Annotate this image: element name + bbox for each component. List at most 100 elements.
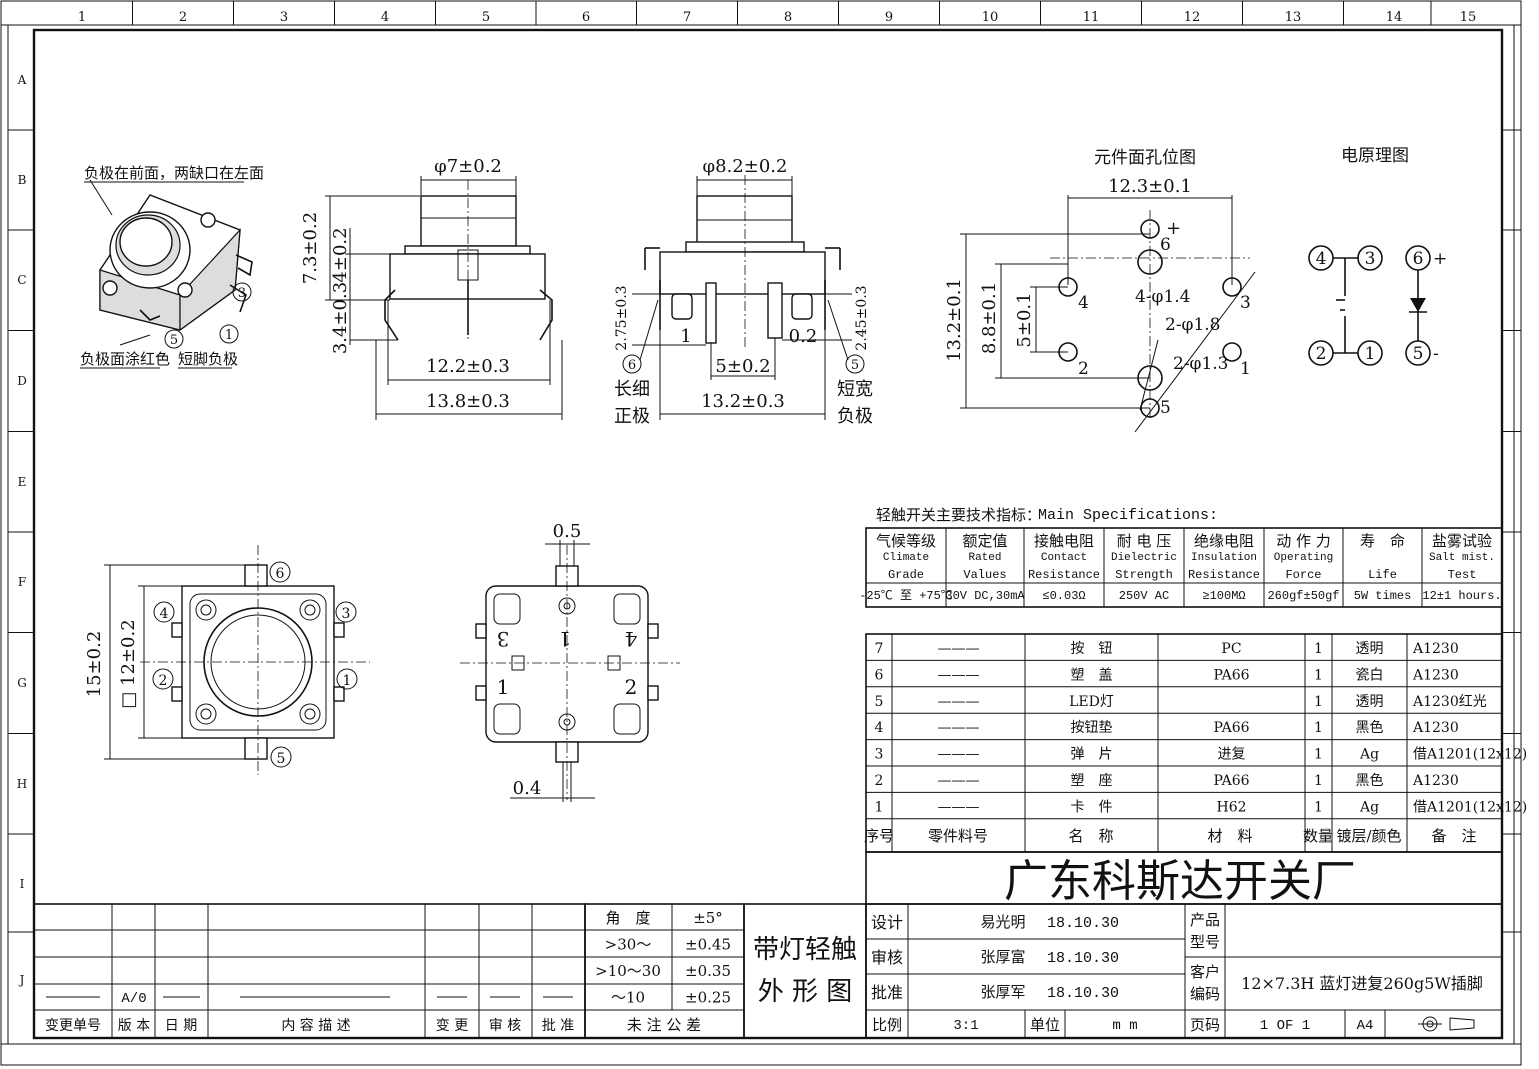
tb-design-label: 设计: [871, 913, 903, 932]
pcb-hole-layout: 元件面孔位图 12.3±0.1 13.2±0.1 8.8±0.1 5±0.1 +…: [944, 148, 1256, 433]
spec-en-label-2: Resistance: [1028, 568, 1100, 582]
bom-cell-remark: A1230红光: [1412, 694, 1487, 710]
side-pin5-note-b: 负极: [837, 406, 873, 427]
side-pin5-note-a: 短宽: [837, 379, 873, 400]
grid-col-label: 3: [280, 10, 288, 25]
spec-cn-label: 耐 电 压: [1117, 532, 1172, 550]
bottom-top-dim: 0.5: [553, 521, 582, 542]
top-pin-6: 6: [276, 566, 285, 582]
drawing-title-line2: 外 形 图: [758, 977, 853, 1007]
bom-cell-material: PA66: [1213, 667, 1249, 683]
pcb-hole-dim-2b: 2-φ1.3: [1173, 354, 1229, 374]
pcb-hole-dim-2a: 2-φ1.8: [1165, 315, 1221, 335]
tol-value: ±5°: [693, 909, 723, 927]
tb-approve-name: 张厚军: [980, 983, 1025, 1001]
grid-row-label: B: [18, 173, 27, 187]
tb-sheet-size: A4: [1357, 1018, 1374, 1034]
spec-en-label: Salt mist.: [1429, 552, 1495, 564]
iso-pin-3: 3: [238, 286, 246, 301]
bom-cell-remark: A1230: [1412, 773, 1459, 789]
spec-cn-label: 气候等级: [876, 532, 936, 550]
tb-check-date: 18.10.30: [1047, 950, 1119, 967]
bom-cell-material: PC: [1221, 641, 1241, 657]
spec-cn-label: 接触电阻: [1034, 532, 1094, 550]
front-width-pins: 13.8±0.3: [426, 391, 510, 412]
spec-cn-label: 绝缘电阻: [1194, 532, 1254, 550]
spec-en-label-2: Values: [963, 568, 1006, 582]
tb-customer-label-b: 编码: [1190, 985, 1220, 1003]
side-pin6-note-b: 正极: [614, 406, 650, 427]
side-view: φ8.2±0.2 2.75±0.3 2.45±0.3 1 0.2 5±0.2 1…: [614, 156, 873, 427]
top-outer-dim: 15±0.2: [84, 631, 105, 698]
bom-cell-no: 4: [875, 720, 884, 736]
side-pin-6: 6: [628, 358, 636, 373]
spec-cn-label: 寿 命: [1360, 532, 1405, 550]
side-diam-dim: φ8.2±0.2: [703, 156, 788, 177]
bom-cell-no: 5: [875, 694, 884, 710]
tol-range: >30～: [605, 936, 652, 954]
bom-cell-part: ———: [938, 667, 980, 683]
rev-hdr-change-no: 变更单号: [45, 1018, 101, 1034]
grid-row-label: A: [17, 73, 27, 87]
side-label-02: 0.2: [789, 326, 818, 347]
grid-col-label: 9: [885, 10, 893, 25]
tb-check-name: 张厚富: [980, 948, 1025, 966]
bom-cell-material: 进复: [1218, 746, 1246, 763]
top-view: 15±0.2 □ 12±0.2 6 4 3 2 1 5: [84, 545, 370, 775]
sch-pin-1: 1: [1365, 344, 1376, 364]
revision-table: A/0 变更单号 版 本 日 期 内 容 描 述 变 更 审 核 批 准: [33, 903, 586, 1039]
spec-value: 260gf±50gf: [1267, 589, 1339, 603]
tb-check-label: 审核: [871, 948, 903, 967]
bom-cell-no: 3: [875, 747, 884, 763]
spec-cn-label: 动 作 力: [1276, 532, 1331, 550]
grid-col-label: 1: [78, 10, 86, 25]
revision-version: A/0: [121, 991, 146, 1007]
grid-col-label: 2: [179, 10, 187, 25]
bottom-view: 0.5 0.4 1 3 4 1 2: [460, 521, 680, 802]
tb-product-label-a: 产品: [1190, 911, 1220, 929]
tb-product-label-b: 型号: [1190, 933, 1220, 951]
bom-cell-name: LED灯: [1069, 694, 1114, 710]
bottom-label-1-top: 1: [559, 627, 572, 651]
spec-en-label: Contact: [1041, 552, 1087, 564]
grid-row-label: G: [17, 676, 27, 690]
top-inner-dim: □ 12±0.2: [118, 619, 139, 708]
front-view: φ7±0.2 7.3±0.2 4±0.2 3.4±0.3 12.2±0.3 13…: [300, 156, 563, 420]
grid-row-label: H: [17, 777, 27, 791]
bom-hdr-name: 名 称: [1068, 827, 1113, 845]
grid-row-label: D: [17, 374, 27, 388]
bom-cell-finish: 透明: [1356, 694, 1384, 710]
top-pin-3: 3: [342, 606, 351, 622]
bom-hdr-part: 零件料号: [928, 827, 988, 845]
company-block: 广东科斯达开关厂: [865, 851, 1503, 907]
bom-hdr-finish: 镀层/颜色: [1336, 827, 1401, 845]
specs-heading-en: Main Specifications:: [1038, 507, 1218, 524]
spec-en-label: Climate: [883, 552, 929, 564]
bom-cell-material: H62: [1216, 799, 1246, 815]
drawing-title-block: 带灯轻触 外 形 图: [743, 903, 867, 1039]
bom-cell-qty: 1: [1314, 773, 1323, 789]
spec-value: ≥100MΩ: [1202, 589, 1245, 603]
bom-cell-part: ———: [938, 720, 980, 736]
spec-en-label: Operating: [1274, 552, 1333, 564]
spec-en-label-2: Test: [1448, 568, 1477, 582]
side-pitch-dim: 5±0.2: [715, 356, 770, 377]
grid-col-label: 5: [482, 10, 490, 25]
bom-cell-finish: 透明: [1356, 641, 1384, 657]
iso-pin-5: 5: [170, 333, 178, 348]
specs-table: 轻触开关主要技术指标： Main Specifications: 气候等级Cli…: [859, 506, 1503, 608]
bom-cell-part: ———: [938, 747, 980, 763]
tb-product-desc: 12×7.3H 蓝灯进复260g5W插脚: [1241, 974, 1483, 993]
spec-value: ≤0.03Ω: [1042, 589, 1085, 603]
pcb-hole-2: 2: [1078, 359, 1089, 379]
bom-cell-finish: 黑色: [1356, 772, 1384, 789]
tb-design-date: 18.10.30: [1047, 915, 1119, 932]
grid-col-label: 12: [1184, 10, 1201, 25]
